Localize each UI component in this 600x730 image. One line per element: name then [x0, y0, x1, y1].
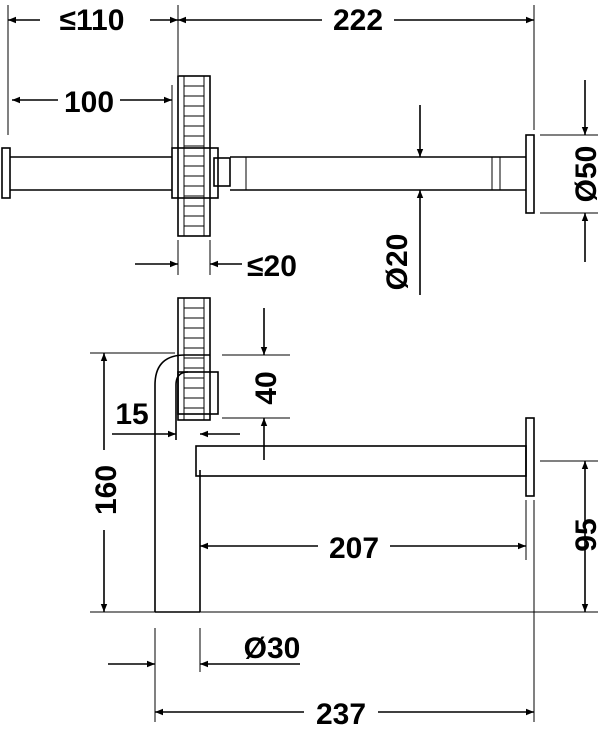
bent-pipe-outer [154, 354, 210, 612]
nut-side [177, 371, 219, 415]
side-arm [195, 445, 527, 477]
dim-label-max-110: ≤110 [60, 4, 125, 37]
nut [213, 157, 231, 187]
coupling [171, 147, 219, 199]
dim-label-dia-50: Ø50 [570, 146, 600, 203]
dim-label-207: 207 [329, 532, 379, 565]
dimension-labels: ≤110 222 100 ≤20 Ø20 Ø50 40 15 160 207 9… [60, 4, 600, 730]
wall-plate-side [177, 297, 211, 421]
dim-label-max-20: ≤20 [247, 250, 297, 283]
dim-label-dia-20: Ø20 [381, 234, 414, 291]
dim-label-95: 95 [570, 518, 600, 551]
dim-label-dia-30: Ø30 [244, 632, 301, 665]
dim-label-222: 222 [333, 4, 383, 37]
top-view [1, 5, 598, 295]
left-end-cap [1, 147, 11, 199]
side-end-cap [525, 417, 535, 497]
wall-plate [177, 75, 211, 237]
dim-label-237: 237 [316, 698, 366, 730]
plate-slots [184, 85, 204, 227]
dim-label-15: 15 [115, 398, 148, 431]
right-end-cap [525, 134, 535, 214]
dim-label-160: 160 [90, 465, 123, 515]
dim-label-100: 100 [64, 86, 114, 119]
bent-pipe-inner [175, 371, 201, 612]
side-view [90, 297, 598, 722]
dim-label-40: 40 [250, 371, 283, 404]
plate-slots [184, 307, 204, 409]
